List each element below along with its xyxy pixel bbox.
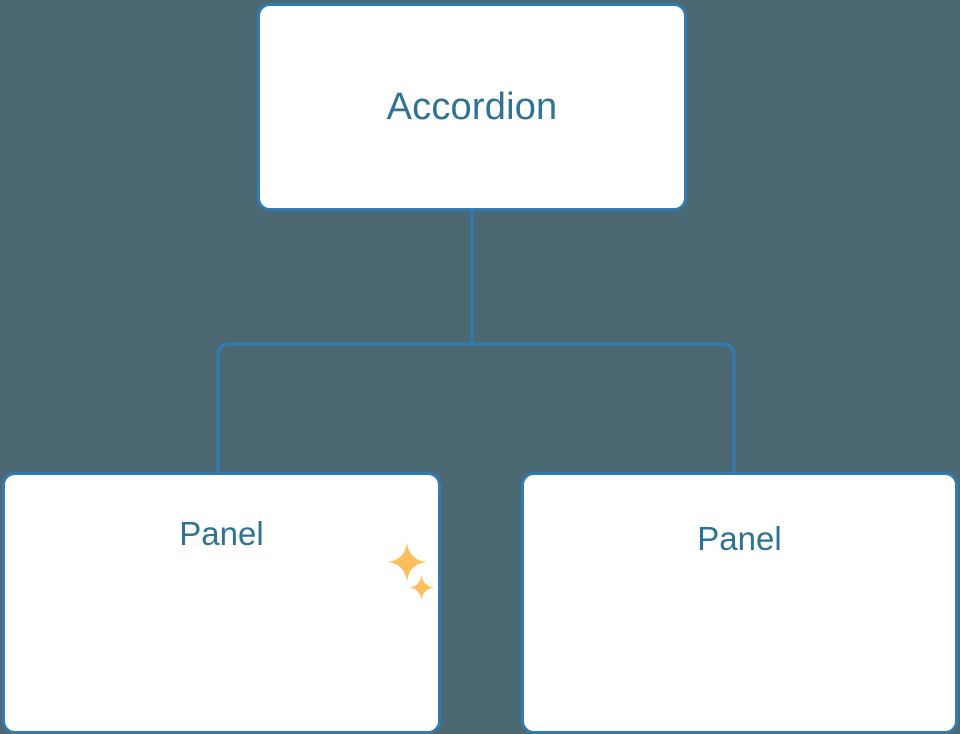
node-accordion-label: Accordion	[386, 86, 558, 128]
node-panel-active-label: Panel	[179, 515, 264, 552]
edge-root-to-child-0	[216, 342, 472, 474]
node-accordion[interactable]: Accordion	[257, 3, 687, 211]
node-panel-active[interactable]: Panel	[2, 472, 441, 734]
edge-root-to-child-1	[472, 342, 736, 474]
node-panel-inactive-label: Panel	[697, 520, 782, 557]
node-panel-inactive[interactable]: Panel	[521, 472, 958, 734]
